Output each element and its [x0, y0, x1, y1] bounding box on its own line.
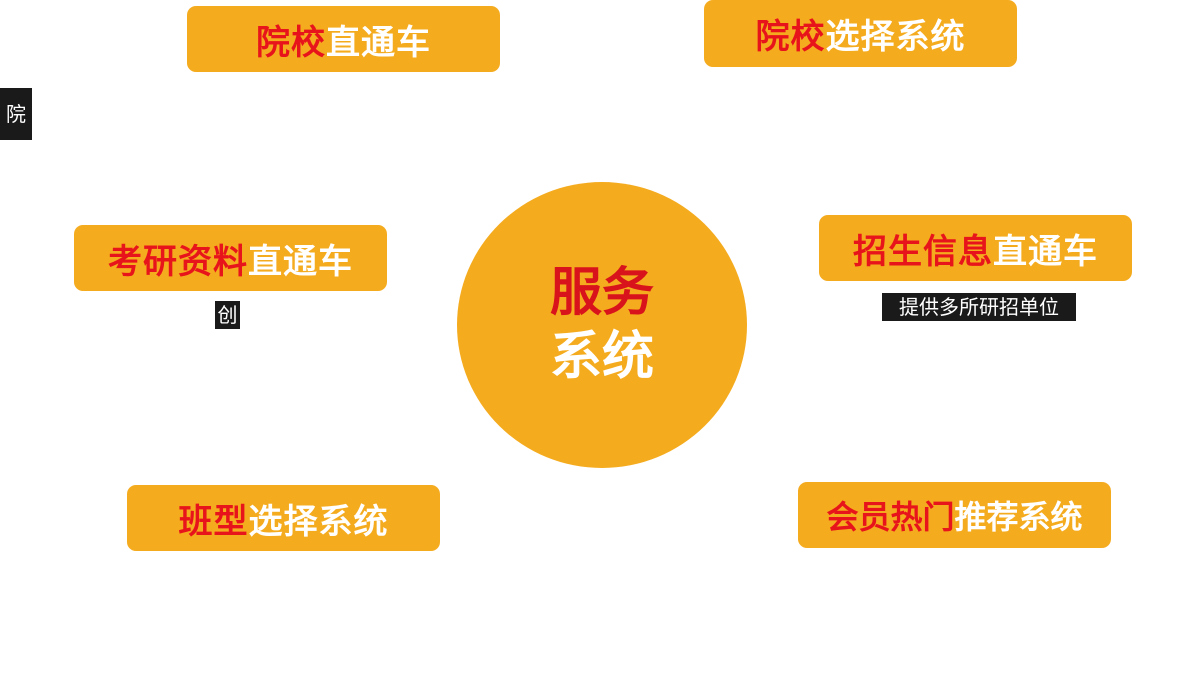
pill-school-express-white: 直通车 — [326, 22, 431, 63]
center-line1: 服务 — [549, 262, 654, 323]
admission-tag: 提供多所研招单位 — [882, 293, 1076, 321]
pill-admission-express-red: 招生信息 — [853, 231, 993, 272]
pill-materials-express-red: 考研资料 — [108, 241, 248, 282]
materials-tag: 创 — [215, 301, 240, 329]
pill-materials-express[interactable]: 考研资料直通车 — [74, 225, 387, 291]
pill-school-express[interactable]: 院校直通车 — [187, 6, 500, 72]
pill-admission-express[interactable]: 招生信息直通车 — [819, 215, 1132, 281]
pill-class-select-red: 班型 — [178, 501, 249, 542]
pill-member-recommend-white: 推荐系统 — [954, 498, 1083, 536]
left-edge-tag: 院 — [0, 88, 32, 140]
pill-school-express-red: 院校 — [256, 22, 326, 63]
pill-school-select-white: 选择系统 — [825, 17, 966, 57]
pill-school-select-red: 院校 — [755, 17, 826, 57]
pill-class-select[interactable]: 班型选择系统 — [127, 485, 440, 551]
center-line2: 系统 — [549, 326, 654, 387]
pill-class-select-white: 选择系统 — [248, 501, 389, 542]
pill-admission-express-white: 直通车 — [993, 231, 1098, 272]
pill-materials-express-white: 直通车 — [248, 241, 353, 282]
center-circle: 服务 系统 — [457, 182, 747, 468]
pill-member-recommend-red: 会员热门 — [826, 498, 955, 536]
pill-school-select[interactable]: 院校选择系统 — [704, 0, 1017, 67]
pill-member-recommend[interactable]: 会员热门推荐系统 — [798, 482, 1111, 548]
